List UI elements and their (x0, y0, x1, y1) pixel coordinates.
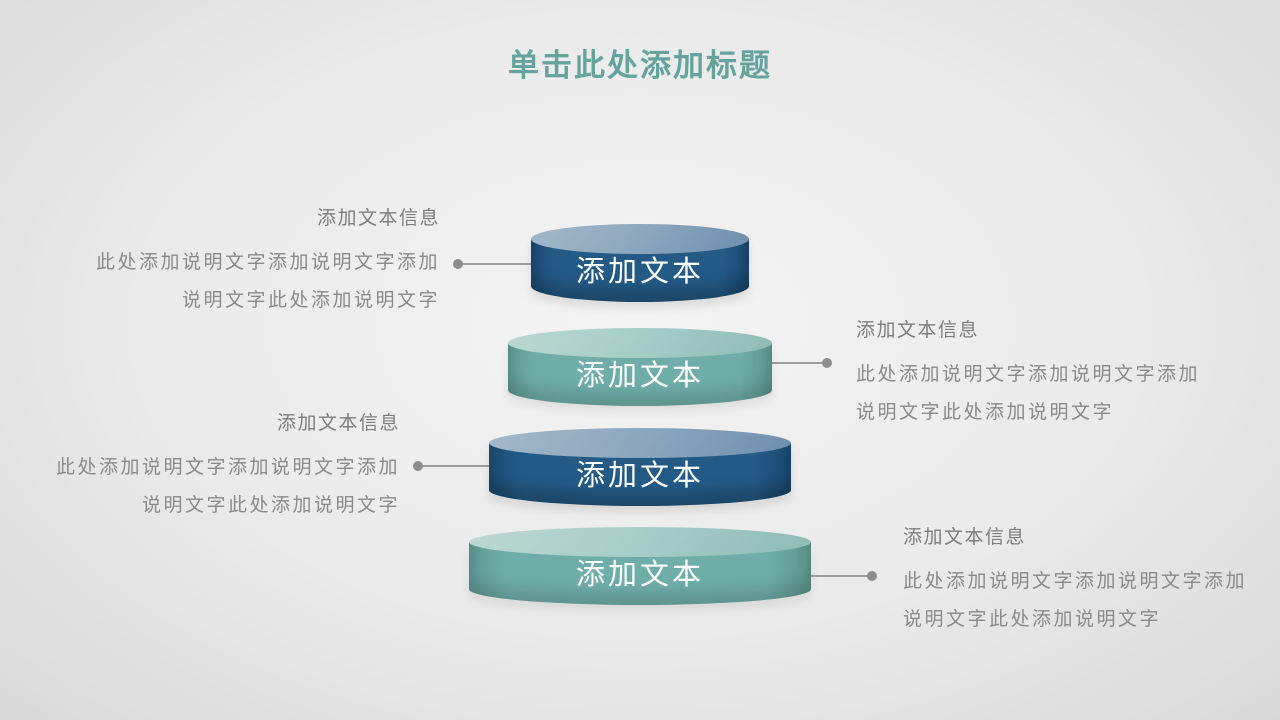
connector-1 (453, 259, 543, 269)
callout-block-3[interactable]: 添加文本信息 此处添加说明文字添加说明文字添加 说明文字此处添加说明文字 (56, 405, 400, 525)
callout-description: 此处添加说明文字添加说明文字添加 说明文字此处添加说明文字 (56, 449, 400, 525)
callout-description-line: 此处添加说明文字添加说明文字添加 (95, 252, 440, 273)
callout-description-line: 此处添加说明文字添加说明文字添加 (55, 457, 400, 478)
cylinder-label[interactable]: 添加文本 (575, 359, 704, 392)
callout-description: 此处添加说明文字添加说明文字添加 说明文字此处添加说明文字 (903, 563, 1247, 639)
callout-heading: 添加文本信息 (856, 320, 980, 341)
cylinder-shape-3[interactable]: 添加文本 (489, 428, 791, 506)
cylinder-top-ellipse (469, 527, 811, 557)
connector-line (745, 362, 827, 364)
connector-dot (822, 358, 832, 368)
slide-title[interactable]: 单击此处添加标题 (508, 48, 772, 83)
callout-block-2[interactable]: 添加文本信息 此处添加说明文字添加说明文字添加 说明文字此处添加说明文字 (856, 312, 1200, 432)
cylinder-label[interactable]: 添加文本 (575, 459, 704, 492)
callout-description-line: 说明文字此处添加说明文字 (856, 402, 1115, 423)
connector-dot (413, 461, 423, 471)
cylinder-shape-1[interactable]: 添加文本 (531, 224, 749, 302)
cylinder-shape-4[interactable]: 添加文本 (469, 527, 811, 605)
cylinder-top-ellipse (508, 328, 772, 358)
connector-dot (867, 571, 877, 581)
callout-block-1[interactable]: 添加文本信息 此处添加说明文字添加说明文字添加 说明文字此处添加说明文字 (96, 200, 440, 320)
cylinder-top-ellipse (531, 224, 749, 254)
cylinder-label[interactable]: 添加文本 (575, 255, 704, 288)
cylinder-top-ellipse (489, 428, 791, 458)
callout-description: 此处添加说明文字添加说明文字添加 说明文字此处添加说明文字 (856, 356, 1200, 432)
callout-description-line: 说明文字此处添加说明文字 (903, 609, 1162, 630)
cylinder-shape-2[interactable]: 添加文本 (508, 328, 772, 406)
callout-description-line: 说明文字此处添加说明文字 (141, 495, 400, 516)
connector-dot (453, 259, 463, 269)
callout-heading: 添加文本信息 (316, 208, 440, 229)
callout-description: 此处添加说明文字添加说明文字添加 说明文字此处添加说明文字 (96, 244, 440, 320)
callout-heading: 添加文本信息 (276, 413, 400, 434)
cylinder-label[interactable]: 添加文本 (575, 558, 704, 591)
callout-description-line: 此处添加说明文字添加说明文字添加 (903, 571, 1248, 592)
connector-line (458, 263, 538, 265)
callout-description-line: 说明文字此处添加说明文字 (181, 290, 440, 311)
connector-line (790, 575, 872, 577)
callout-block-4[interactable]: 添加文本信息 此处添加说明文字添加说明文字添加 说明文字此处添加说明文字 (903, 519, 1247, 639)
callout-heading: 添加文本信息 (903, 527, 1027, 548)
connector-line (418, 465, 498, 467)
callout-description-line: 此处添加说明文字添加说明文字添加 (856, 364, 1201, 385)
